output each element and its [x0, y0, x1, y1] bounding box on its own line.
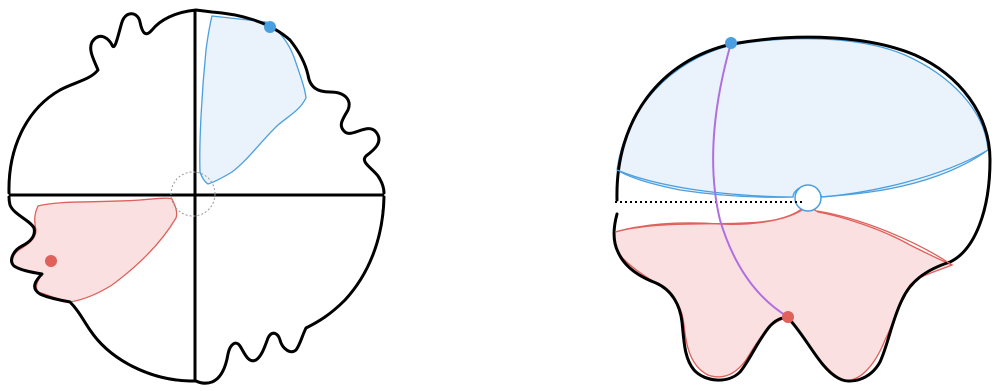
left-blue-point	[264, 21, 276, 33]
right-blue-point	[725, 37, 737, 49]
right-figure	[614, 37, 990, 381]
left-red-region	[12, 198, 176, 302]
left-red-point	[45, 255, 57, 267]
right-open-circle	[795, 185, 821, 211]
right-red-region	[615, 208, 952, 380]
right-red-point	[782, 311, 794, 323]
left-figure	[9, 10, 384, 383]
